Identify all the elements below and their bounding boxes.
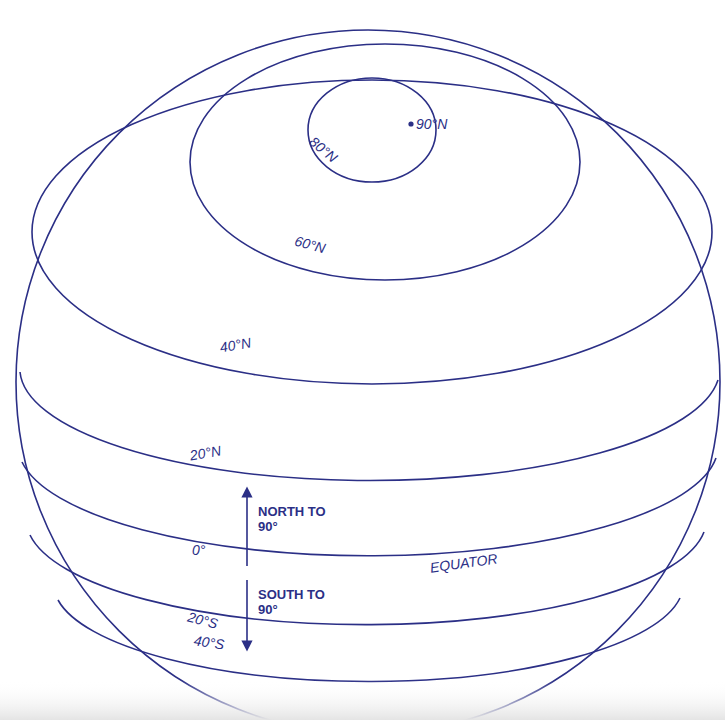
latitude-label: 20°S xyxy=(184,608,221,632)
latitude-label: 40°N xyxy=(217,334,255,356)
latitude-20n xyxy=(20,372,718,481)
latitude-40s xyxy=(58,598,680,681)
latitude-label: 90°N xyxy=(414,116,449,132)
latitude-label: 40°S xyxy=(191,632,227,653)
latitude-label: 80°N xyxy=(305,132,342,167)
latitude-label: 0° xyxy=(190,542,207,558)
sphere-outline xyxy=(16,30,720,720)
latitude-20s xyxy=(30,532,704,625)
south-arrow xyxy=(246,580,248,646)
equator-line xyxy=(22,458,716,556)
bottom-shade xyxy=(0,680,725,720)
latitude-label: 20°N xyxy=(187,442,225,464)
north-arrow xyxy=(246,492,248,566)
latitude-40n xyxy=(32,80,712,384)
pole-dot xyxy=(408,121,413,126)
latitude-label: 60°N xyxy=(291,232,329,257)
direction-note: SOUTH TO 90° xyxy=(256,588,330,618)
direction-note: NORTH TO 90° xyxy=(256,505,330,535)
